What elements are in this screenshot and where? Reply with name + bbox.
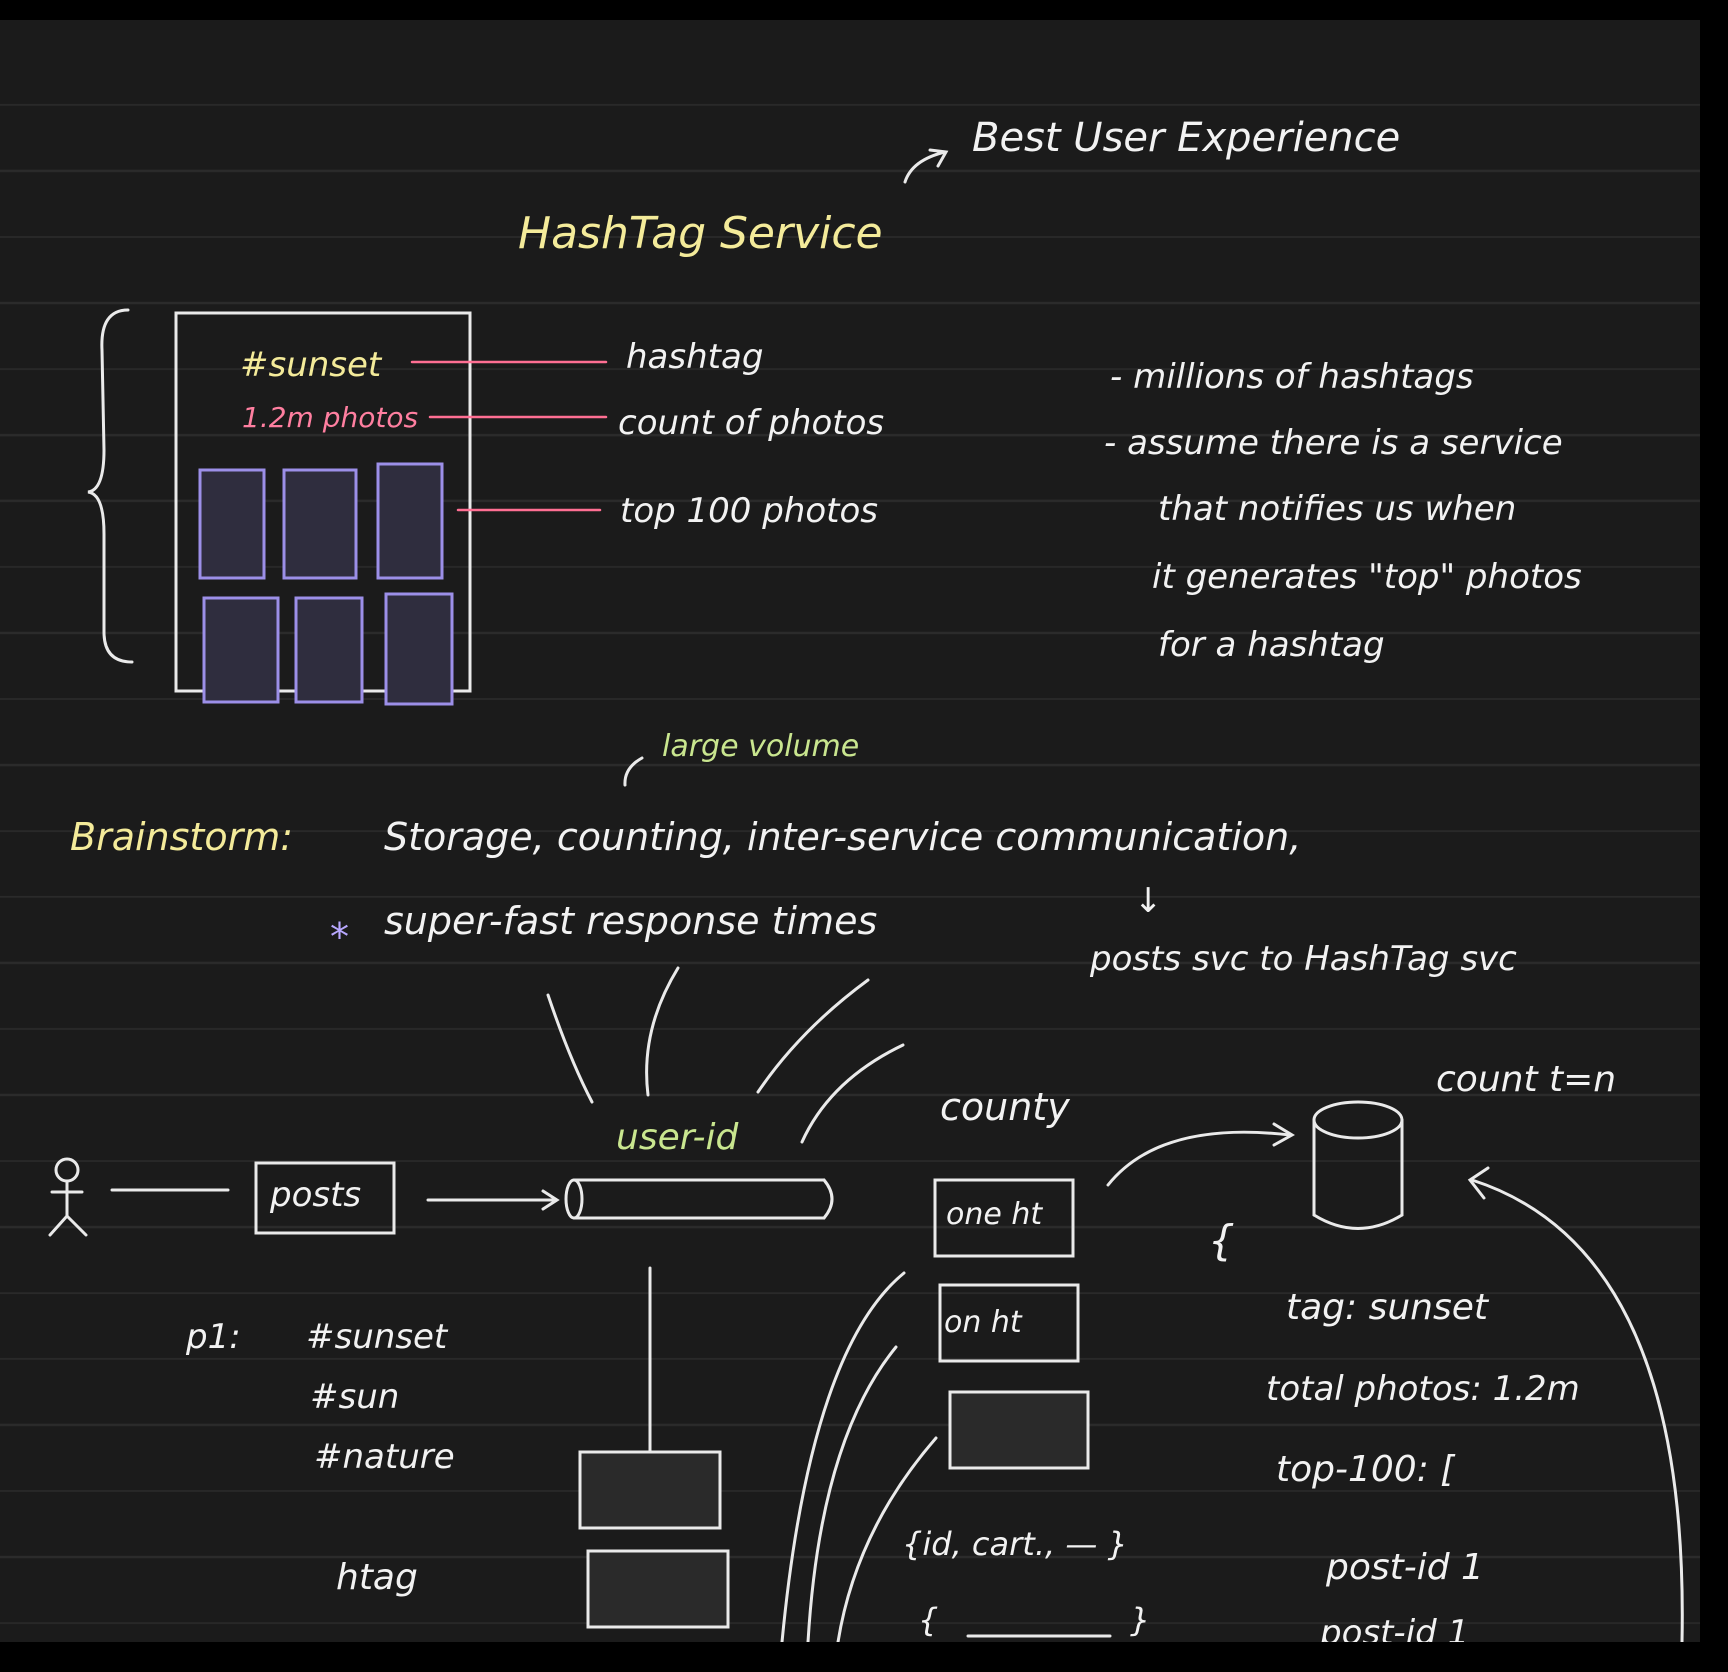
thumb-4 (202, 596, 280, 704)
thumb-1 (198, 468, 266, 580)
thumb-2 (282, 468, 358, 580)
db-label: count t=n (1436, 1059, 1617, 1100)
queue-pipe (564, 1178, 834, 1220)
label-count-of-photos: count of photos (618, 403, 885, 443)
counter-box-2-label: on ht (944, 1305, 1022, 1340)
note-line-1: - millions of hashtags (1110, 357, 1474, 397)
counter-box-1 (933, 1178, 1075, 1258)
post-tag-3: #nature (314, 1437, 455, 1477)
htag-label: htag (336, 1557, 418, 1598)
posts-box-frame (254, 1161, 396, 1235)
payload-2-close: } (1130, 1601, 1151, 1639)
brainstorm-items: Storage, counting, inter-service communi… (384, 815, 1302, 859)
label-top-100-photos: top 100 photos (620, 491, 879, 531)
card-photo-count: 1.2m photos (242, 401, 419, 434)
counter-label: county (940, 1085, 1070, 1129)
note-line-2: - assume there is a service (1104, 423, 1563, 463)
whiteboard: HashTag Service Best User Experience #su… (0, 20, 1700, 1642)
star-icon: * (330, 915, 349, 959)
thumb-3 (376, 462, 444, 580)
down-arrow-icon: ↓ (1134, 881, 1163, 921)
communication-note: posts svc to HashTag svc (1090, 939, 1517, 979)
card-hashtag: #sunset (240, 345, 382, 385)
post-tag-2: #sun (310, 1377, 400, 1417)
note-line-5: for a hashtag (1158, 625, 1385, 665)
post-tag-1: #sunset (306, 1317, 448, 1357)
counter-box-1-label: one ht (946, 1197, 1043, 1232)
record-tag: tag: sunset (1286, 1287, 1489, 1328)
note-line-4: it generates "top" photos (1152, 557, 1582, 597)
super-fast-note: super-fast response times (384, 899, 878, 943)
record-post-2: post-id 1 (1320, 1613, 1470, 1642)
label-hashtag: hashtag (626, 337, 764, 377)
note-line-3: that notifies us when (1158, 489, 1517, 529)
title-note: Best User Experience (972, 115, 1401, 161)
payload-2-open: { (918, 1601, 939, 1639)
counter-box-2 (938, 1283, 1080, 1363)
record-total-photos: total photos: 1.2m (1266, 1369, 1580, 1409)
thumb-6 (384, 592, 454, 706)
diagram-strokes (48, 148, 1684, 1642)
database-icon (1312, 1100, 1404, 1230)
thumb-5 (294, 596, 364, 704)
brainstorm-label: Brainstorm: (70, 815, 294, 859)
record-post-1: post-id 1 (1326, 1547, 1484, 1588)
post-example-label: p1: (186, 1317, 241, 1357)
queue-label: user-id (616, 1117, 739, 1158)
counter-box-3 (948, 1390, 1090, 1470)
user-figure (48, 1157, 88, 1237)
payload-1: {id, cart., — } (902, 1525, 1128, 1563)
title-note-arrow (903, 150, 947, 184)
posts-box-label: posts (270, 1175, 362, 1215)
page-title: HashTag Service (518, 208, 883, 259)
card-brace (87, 308, 134, 664)
db-brace: { (1208, 1216, 1235, 1265)
large-volume-note: large volume (662, 729, 860, 764)
record-top-100: top-100: [ (1276, 1449, 1455, 1490)
